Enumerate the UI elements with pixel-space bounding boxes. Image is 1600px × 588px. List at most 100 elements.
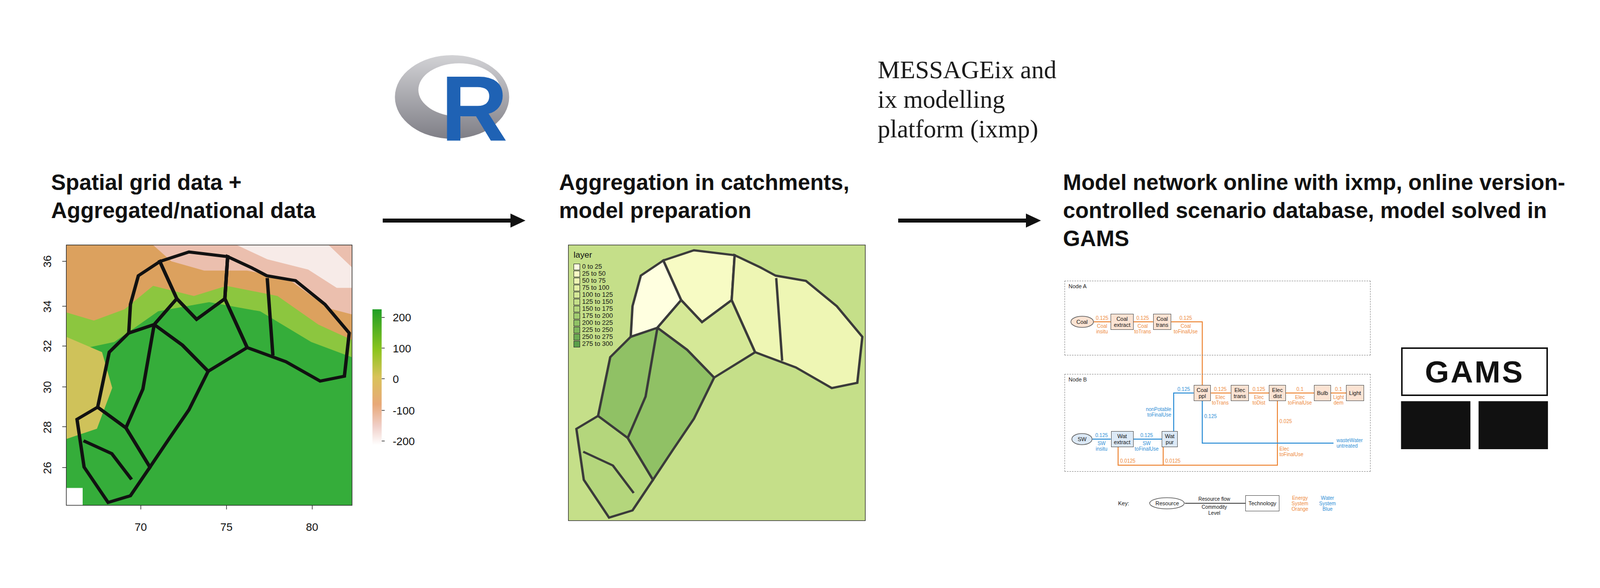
stage-heading: Model network online with ixmp, online v… [1062, 168, 1569, 253]
key-resource-ellipse: Resource [1149, 496, 1185, 509]
catchment-outline [583, 278, 782, 493]
technology-box: Light [1346, 384, 1365, 401]
flow-label: 0.125 [1177, 386, 1190, 392]
technology-box: Coal ppl [1193, 384, 1212, 401]
commodity-level-label: Elec toTrans [1211, 394, 1229, 406]
flow-arrow [898, 218, 1028, 223]
technology-box: Elec dist [1268, 384, 1286, 401]
key-text: Level [1208, 509, 1221, 516]
flow-line [1092, 438, 1112, 440]
flow-line [1171, 321, 1203, 385]
legend-text: 225 to 250 [582, 326, 613, 334]
legend-row: 75 to 100 [573, 284, 613, 292]
axis-tick [381, 440, 385, 441]
commodity-level-label: Elec toFinalUse [1287, 394, 1312, 406]
commodity-level-label: Coal toTrans [1134, 323, 1152, 335]
resource-ellipse: Coal [1070, 315, 1095, 328]
commodity-level-label: Elec toDist [1252, 394, 1266, 406]
flow-arrow [382, 218, 513, 223]
terrain-band [66, 336, 113, 439]
terrain-raster [66, 244, 352, 505]
catchment-area [731, 254, 863, 388]
commodity-level-label: Coal insitu [1096, 323, 1108, 335]
outflow-line [1202, 400, 1334, 443]
flow-label: 0.125 [1095, 315, 1109, 321]
colorbar-label: 0 [392, 372, 399, 386]
commodity-level-label: SW insitu [1095, 440, 1108, 452]
axis-tick-label: 26 [40, 461, 54, 474]
node-label: Elec trans [1233, 386, 1246, 399]
flow-label: 0.125 [1136, 315, 1149, 321]
colorbar-label: 100 [392, 342, 412, 355]
technology-box: Wat extract [1111, 430, 1134, 447]
key-text: Resource flow [1198, 495, 1230, 502]
legend-row: 275 to 300 [573, 340, 613, 348]
legend-row: 225 to 250 [573, 326, 613, 334]
flow-label: 0.025 [1279, 418, 1292, 424]
resource-ellipse: SW [1071, 432, 1093, 445]
axis-tick-label: 36 [40, 254, 54, 268]
flow-line [1118, 400, 1278, 465]
legend-swatch [573, 263, 581, 271]
axis-tick [312, 504, 313, 509]
legend-swatch [573, 333, 581, 341]
legend-swatch [573, 305, 581, 313]
node-label: Coal [1076, 318, 1089, 325]
commodity-level-label: wasteWater untreated [1336, 437, 1363, 449]
flow-line [1285, 392, 1314, 394]
axis-tick [62, 260, 385, 509]
gams-logo: GAMS [1401, 347, 1548, 396]
ellipse-outline [1070, 316, 1094, 328]
node-label: Wat extract [1114, 432, 1131, 445]
map-frame [568, 244, 866, 521]
gams-logo-block [1401, 400, 1471, 449]
axis-tick [62, 345, 67, 347]
legend-swatch [573, 291, 581, 299]
legend-row: 150 to 175 [573, 305, 613, 313]
legend-row: 175 to 200 [573, 312, 613, 320]
flow-label: 0.125 [1252, 386, 1265, 392]
flow-line [1210, 392, 1231, 394]
legend-text: 50 to 75 [582, 277, 606, 285]
stage-heading: Aggregation in catchments, model prepara… [559, 168, 892, 225]
node-label: SW [1077, 435, 1087, 442]
colorbar-label: -100 [392, 404, 415, 417]
node-label: GAMS [1425, 356, 1525, 388]
axis-tick [381, 378, 385, 379]
commodity-level-label: Elec toFinalUse [1279, 445, 1304, 457]
gams-logo-block [1478, 400, 1549, 449]
flow-label: 0.1 [1335, 386, 1343, 392]
technology-box: Coal trans [1153, 313, 1172, 330]
colorbar-label: 200 [392, 311, 412, 324]
node-label: Coal ppl [1196, 386, 1209, 399]
axis-tick [62, 426, 67, 427]
legend-title: layer [573, 249, 593, 260]
key-text: Energy System Orange [1291, 494, 1308, 512]
axis-tick [381, 347, 385, 349]
axis-tick [381, 317, 385, 318]
legend-text: 0 to 25 [582, 262, 603, 271]
axis-tick [62, 260, 67, 262]
axis-tick [62, 386, 67, 387]
legend-swatch [573, 298, 581, 306]
node-label: Bulb [1316, 389, 1328, 396]
commodity-level-label: SW toFinalUse [1134, 440, 1159, 452]
node-label: Technology [1248, 499, 1277, 506]
catchment-map [576, 249, 863, 517]
axis-tick-label: 80 [306, 520, 319, 533]
catchment-outline [77, 251, 350, 503]
legend-text: 150 to 175 [582, 305, 613, 313]
axis-tick-label: 32 [40, 339, 54, 352]
no-data-area [66, 487, 83, 505]
flow-label: 0.0125 [1120, 457, 1136, 464]
commodity-level-label: Light dem [1332, 394, 1345, 406]
axis-tick-label: 75 [220, 520, 233, 533]
legend-text: 250 to 275 [582, 333, 613, 341]
catchment-outline [128, 261, 177, 334]
axis-tick-label: 30 [40, 380, 54, 393]
legend-row: 125 to 150 [573, 298, 613, 306]
legend-row: 200 to 225 [573, 319, 613, 327]
stage-panel: Spatial grid data + Aggregated/national … [30, 168, 376, 540]
node-label: Resource [1155, 499, 1179, 506]
axis-tick [62, 466, 67, 468]
